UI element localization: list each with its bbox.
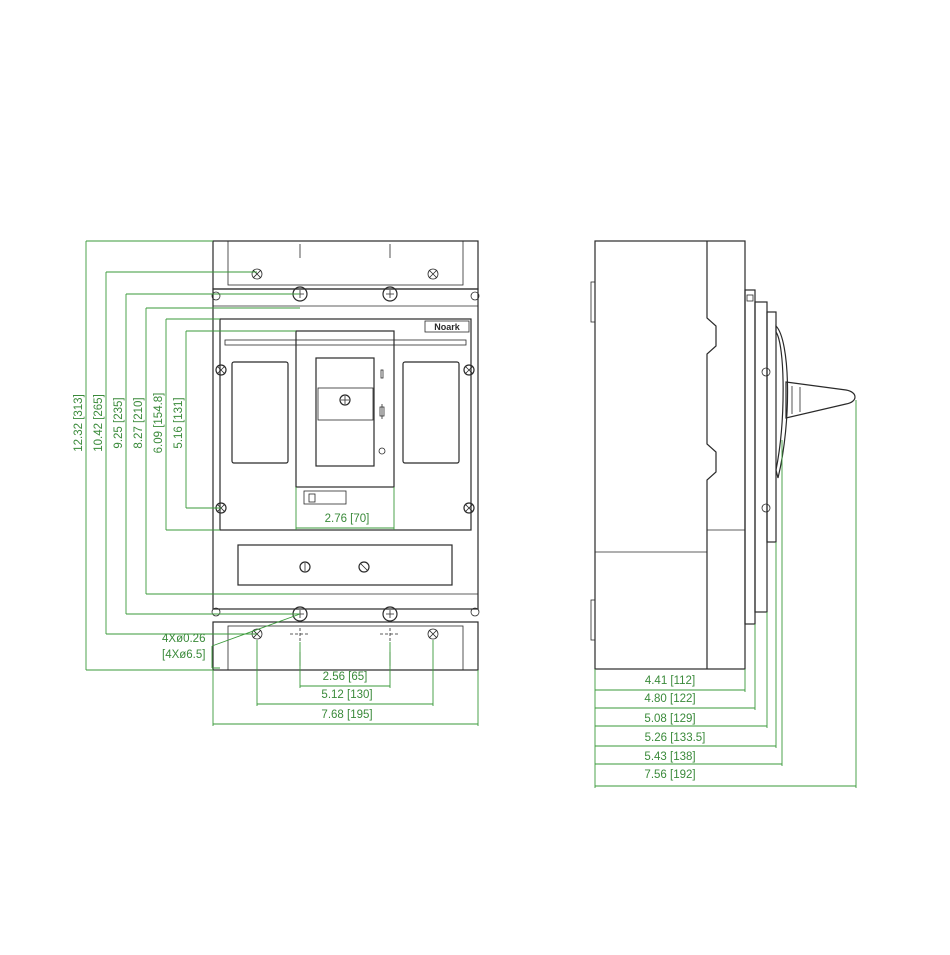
panel-screw-br [463,502,475,514]
bottom-cover-screw-right [427,628,439,640]
front-horizontal-dimensions: 2.76 [70] 2.56 [65] 5.12 [130] 7.68 [195… [212,487,479,726]
window-left [231,361,289,464]
rating-window [237,544,453,586]
adjust-dial-left [299,561,311,573]
dim-terminal-height: 9.25 [235] [113,397,125,448]
dim-pitch-large: 5.12 [130] [321,689,372,701]
front-panel [219,318,472,531]
panel-screw-tl [215,364,227,376]
dim-panel-height: 6.09 [154.8] [153,393,165,454]
top-cover-inner [227,240,464,286]
dim-depth-layer-1: 4.80 [122] [644,693,695,705]
handle-frame [295,330,395,488]
front-vertical-dimensions: 12.32 [313] 10.42 [265] 9.25 [235] 8.27 … [73,240,300,671]
adjust-dial-right [358,561,370,573]
dim-body-height: 8.27 [210] [133,397,145,448]
bottom-terminal-screw-right [382,606,398,622]
operating-handle [315,357,375,467]
top-terminal-marks [299,244,391,258]
dim-depth-overall: 7.56 [192] [644,769,695,781]
accessory-slot [303,490,347,505]
dim-pitch-small: 2.56 [65] [323,671,368,683]
breaker-body [212,288,479,610]
side-front-layer-3 [766,311,777,543]
brand-label: Noark [434,322,461,332]
side-front-layer-2 [754,301,768,613]
top-cover-screw-left [251,268,263,280]
side-handle-base [775,324,789,479]
top-terminal-screw-right [382,286,398,302]
dim-handle-height: 5.16 [131] [173,397,185,448]
hole-note-imperial: 4Xø0.26 [162,633,205,645]
side-view [590,240,856,670]
panel-screw-tr [463,364,475,376]
hole-callout: 4Xø0.26 [4Xø6.5] [162,613,301,669]
front-view: Noark [211,240,480,671]
window-right [402,361,460,464]
dim-depth-body: 4.41 [112] [645,675,695,687]
dim-handle-width: 2.76 [70] [325,513,370,525]
side-depth-dimensions: 4.41 [112] 4.80 [122] 5.08 [129] 5.26 [1… [594,400,857,788]
dim-mounting-height: 10.42 [265] [93,394,105,452]
side-profile-step [706,241,717,669]
dim-depth-handle-base: 5.43 [138] [644,751,695,763]
side-body [594,240,746,670]
dim-overall-width: 7.68 [195] [321,709,372,721]
brand-plate [424,320,470,333]
bottom-terminal-cover [212,621,479,671]
handle-screw [339,394,351,406]
dim-depth-layer-2: 5.08 [129] [644,713,695,725]
side-handle-lever [785,381,856,419]
dim-overall-height: 12.32 [313] [73,394,85,452]
top-cover-screw-right [427,268,439,280]
top-terminal-cover [212,240,479,290]
side-front-layer-1 [744,289,756,625]
dim-depth-layer-3: 5.26 [133.5] [645,732,706,744]
hole-note-metric: [4Xø6.5] [162,649,205,661]
